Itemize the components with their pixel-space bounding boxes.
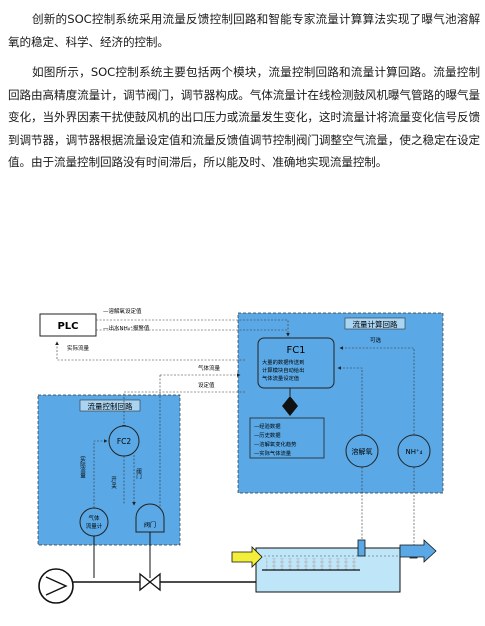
signal-do-setpoint: —溶解氧设定值: [103, 307, 142, 315]
outflow-arrow: [399, 539, 437, 563]
fc1-desc-1: 大量的数据传送到: [262, 358, 304, 366]
setpoint-label: 设定值: [198, 381, 215, 389]
fc1-label: FC1: [286, 345, 305, 356]
plc-box: [39, 313, 97, 337]
setpoint-line: [122, 391, 245, 429]
data-item-4: —实际气体流量: [254, 449, 292, 457]
blower-icon: [38, 568, 74, 604]
do-sensor-line: [337, 366, 363, 435]
gas-flowmeter-circle: [79, 507, 109, 537]
diamond-connector: [282, 396, 298, 416]
fc2-label: FC2: [117, 437, 132, 446]
actual-flow-vertical: 实际流量: [79, 455, 86, 480]
data-item-3: —溶解氧变化趋势: [254, 440, 297, 448]
data-item-1: —经验数据: [254, 422, 281, 430]
valve-actuator: [135, 503, 165, 533]
fc1-box: [257, 337, 335, 389]
valve-box-label: 阀门: [144, 521, 156, 529]
fc1-desc-3: 气体流量设定值: [262, 374, 300, 382]
flow-loop-title: 流量控制回路: [88, 401, 133, 411]
plc-label: PLC: [57, 321, 78, 332]
paragraph-2: 如图所示，SOC控制系统主要包括两个模块，流量控制回路和流量计算回路。流量控制回…: [8, 65, 480, 169]
flowmeter-label-2: 流量计: [86, 522, 103, 530]
pipe-valve-icon: [139, 572, 161, 592]
nh4-sensor-label: NH⁺₄: [405, 448, 422, 456]
inflow-arrow: [231, 546, 263, 568]
calc-loop-title: 流量计算回路: [353, 319, 398, 329]
fc1-desc-2: 计算模块自动给出: [262, 366, 304, 374]
do-probe: [357, 539, 366, 557]
flow-loop-title-box: [79, 399, 141, 412]
flowmeter-fc2-line: [93, 439, 108, 508]
signal-nh-alarm: —出水NH₄⁺报警值: [103, 324, 150, 332]
article-text: 创新的SOC控制系统采用流量反馈控制回路和智能专家流量计算算法实现了曝气池溶解氧…: [8, 8, 480, 174]
calc-loop-title-box: [344, 317, 406, 330]
data-list-box: [249, 417, 325, 459]
actual-flow-line: [55, 341, 245, 361]
nh4-sensor-line: [339, 346, 415, 435]
paragraph-1: 创新的SOC控制系统采用流量反馈控制回路和智能专家流量计算算法实现了曝气池溶解氧…: [8, 12, 480, 49]
do-sensor-label: 溶解氧: [352, 447, 373, 456]
optional-label: 可选: [370, 336, 382, 344]
gas-flow-label: 气体流量: [198, 364, 221, 372]
data-item-2: —历史数据: [254, 431, 281, 439]
diffuser-bubbles: [266, 558, 356, 570]
flowmeter-label-1: 气体: [88, 514, 100, 522]
plc-do-line: [96, 319, 290, 337]
actual-flow-label: 实际流量: [67, 344, 90, 352]
valve-vertical-label: 阀门: [135, 467, 142, 481]
open-close-label: 开/关: [110, 476, 117, 490]
